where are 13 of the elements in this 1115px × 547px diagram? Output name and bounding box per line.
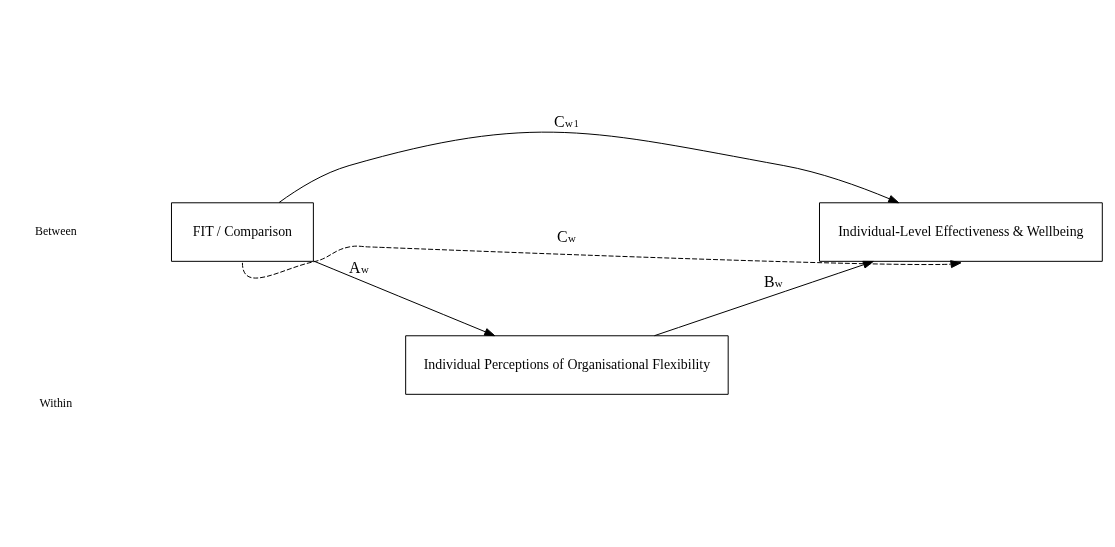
arrow [653,260,874,337]
label: Between [35,224,77,239]
edge-label: Aw [349,258,369,276]
node-box: FIT / Comparison [170,202,314,262]
edge-label: Bw [763,273,783,291]
arrow [312,260,496,337]
arrow [241,245,962,279]
arrow [278,131,900,204]
node-box: Individual Perceptions of Organisational Flexibility [405,335,729,395]
label: Within [39,395,73,410]
edge-label: Cw1 [554,112,579,130]
node-box: Individual-Level Effectiveness & Wellbeing [819,202,1103,262]
edge-label: Cw [557,227,576,245]
